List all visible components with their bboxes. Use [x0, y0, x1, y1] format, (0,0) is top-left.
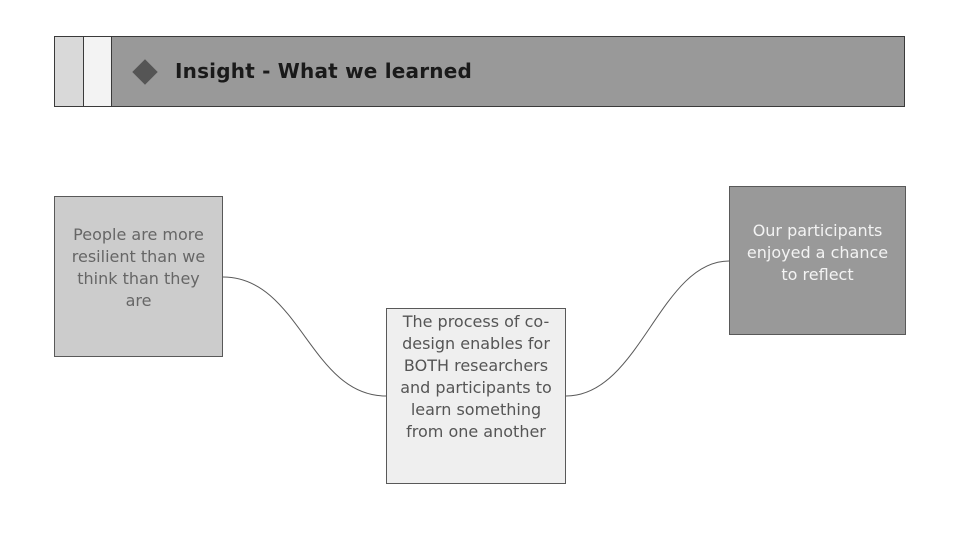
title-bar: Insight - What we learned [54, 36, 905, 107]
insight-box-codesign: The process of co-design enables for BOT… [386, 308, 566, 484]
connector-middle-to-right [565, 260, 730, 397]
insight-box-resilience: People are more resilient than we think … [54, 196, 223, 357]
header-tab-white [84, 37, 112, 106]
insight-text-reflect: Our participants enjoyed a chance to ref… [746, 221, 889, 284]
header-tab-light [55, 37, 84, 106]
insight-text-codesign: The process of co-design enables for BOT… [400, 312, 552, 441]
page-title: Insight - What we learned [175, 59, 473, 83]
insight-text-resilience: People are more resilient than we think … [71, 225, 206, 310]
connector-left-to-middle [222, 276, 387, 397]
insight-box-reflect: Our participants enjoyed a chance to ref… [729, 186, 906, 335]
